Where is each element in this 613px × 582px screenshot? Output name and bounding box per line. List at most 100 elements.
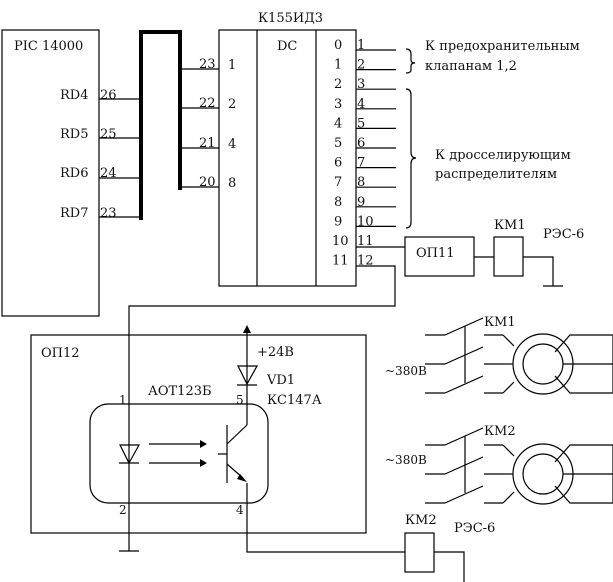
contactor-switch-icon [444, 427, 484, 446]
decoder-output-index: 11 [332, 254, 349, 269]
decoder-output-pin: 3 [357, 77, 365, 92]
mcu-pin-name: RD6 [60, 166, 88, 181]
op12-block: ОП12 АОТ123Б 1 2 5 4 +24В [30, 325, 405, 553]
motor-contactor-label: КМ1 [484, 315, 516, 330]
throttle-annotation: К дросселирующим распределителям [405, 88, 571, 229]
valves-label-line1: К предохранительным [425, 39, 580, 54]
supply-arrow-icon [243, 325, 251, 333]
km2-relay-type: РЭС-6 [454, 521, 495, 536]
zener-ref: VD1 [266, 373, 295, 388]
decoder-output-index: 3 [334, 97, 342, 112]
decoder-output-pin: 8 [357, 175, 365, 190]
motor-lead [502, 444, 515, 457]
mcu-pin-num: 26 [100, 88, 117, 103]
motor-lead [502, 491, 515, 504]
decoder-function: DC [277, 39, 297, 54]
contactor-switch-icon [444, 317, 484, 336]
decoder-output-index: 5 [334, 136, 342, 151]
brace-icon [405, 88, 417, 229]
decoder-output-pin: 2 [357, 58, 365, 73]
motors: КМ1 ~380В КМ2 ~380В [385, 315, 613, 505]
km1-coil [493, 236, 524, 277]
decoder-name: К155ИД3 [258, 11, 323, 26]
optocoupler-pin-4: 4 [236, 503, 244, 517]
throttle-label-line2: распределителям [435, 167, 557, 182]
mcu-block: PIC 14000 RD4 26 RD5 25 RD6 24 RD7 23 [1, 29, 141, 317]
throttle-label-line1: К дросселирующим [435, 148, 571, 163]
decoder-output-index: 7 [334, 175, 342, 190]
mcu-pin-name: RD7 [60, 206, 88, 221]
valves-annotation: К предохранительным клапанам 1,2 [405, 39, 580, 74]
phototransistor-icon [218, 424, 248, 483]
optocoupler-body [89, 403, 269, 504]
decoder-output-index: 1 [334, 58, 342, 73]
mcu-name: PIC 14000 [14, 39, 83, 54]
decoder-output-index: 0 [334, 38, 342, 53]
decoder-input-weight: 4 [228, 137, 236, 152]
optocoupler-pin-1: 1 [119, 393, 127, 407]
zener-type: КС147А [267, 393, 322, 408]
km1-coil-name: КМ1 [494, 218, 526, 233]
data-bus [139, 30, 182, 220]
mcu-pin-num: 25 [100, 127, 117, 142]
brace-icon [405, 48, 416, 74]
contactor-switch-icon [444, 346, 484, 365]
motor-voltage-label: ~380В [385, 453, 427, 467]
decoder-output-pin: 1 [357, 38, 365, 53]
decoder-output-index: 6 [334, 156, 342, 171]
valves-label-line2: клапанам 1,2 [425, 59, 517, 74]
decoder-input-pin: 22 [199, 96, 216, 111]
km2-coil-name: КМ2 [405, 513, 437, 528]
decoder-input-pin: 20 [199, 175, 216, 190]
decoder-input-pin: 21 [199, 136, 216, 151]
decoder-output-pin: 6 [357, 136, 365, 151]
decoder-output-index: 9 [334, 214, 342, 229]
wire-km1-ground [523, 256, 554, 286]
mcu-pin-num: 24 [100, 166, 117, 181]
op11-body [404, 236, 475, 277]
km2-coil-block: КМ2 РЭС-6 [404, 513, 495, 582]
decoder-output-index: 10 [332, 234, 349, 249]
optocoupler-name: АОТ123Б [148, 384, 212, 399]
op12-frame [30, 334, 367, 534]
motor-winding [554, 334, 613, 394]
mcu-body [1, 29, 100, 317]
wire-out11-to-op12 [128, 265, 396, 551]
decoder-input-pin: 23 [199, 57, 216, 72]
decoder-output-index: 4 [334, 116, 342, 131]
led-icon [119, 444, 141, 465]
decoder-input-weight: 8 [228, 176, 236, 191]
decoder-input-weight: 1 [228, 58, 236, 73]
contactor-switch-icon [444, 485, 484, 504]
decoder-body [218, 29, 357, 287]
optocoupler-pin-5: 5 [236, 393, 244, 407]
km1-relay-type: РЭС-6 [543, 227, 584, 242]
decoder-output-pin: 10 [357, 214, 374, 229]
decoder-output-index: 2 [334, 77, 342, 92]
motor-lead [502, 334, 515, 347]
op12-name: ОП12 [41, 346, 80, 361]
decoder-output-pin: 11 [357, 234, 374, 249]
light-arrows-icon [149, 440, 207, 467]
decoder-output-pin: 12 [357, 254, 374, 269]
decoder-output-pin: 9 [357, 195, 365, 210]
decoder-output-pin: 4 [357, 97, 365, 112]
mcu-pin-name: RD4 [60, 88, 88, 103]
zener-diode-icon [237, 365, 259, 386]
motor-winding [554, 444, 613, 504]
supply-voltage: +24В [257, 345, 294, 360]
wire-emitter [246, 483, 405, 553]
decoder-output-index: 8 [334, 195, 342, 210]
optocoupler-pin-2: 2 [119, 503, 127, 517]
mcu-pin-name: RD5 [60, 127, 88, 142]
km2-coil [404, 532, 435, 573]
contactor-switch-icon [444, 456, 484, 475]
motor-lead [502, 381, 515, 394]
op11-block: ОП11 КМ1 РЭС-6 [356, 218, 584, 287]
wire-km2-out [434, 551, 465, 582]
mcu-pin-num: 23 [100, 206, 117, 221]
decoder-output-pin: 5 [357, 116, 365, 131]
